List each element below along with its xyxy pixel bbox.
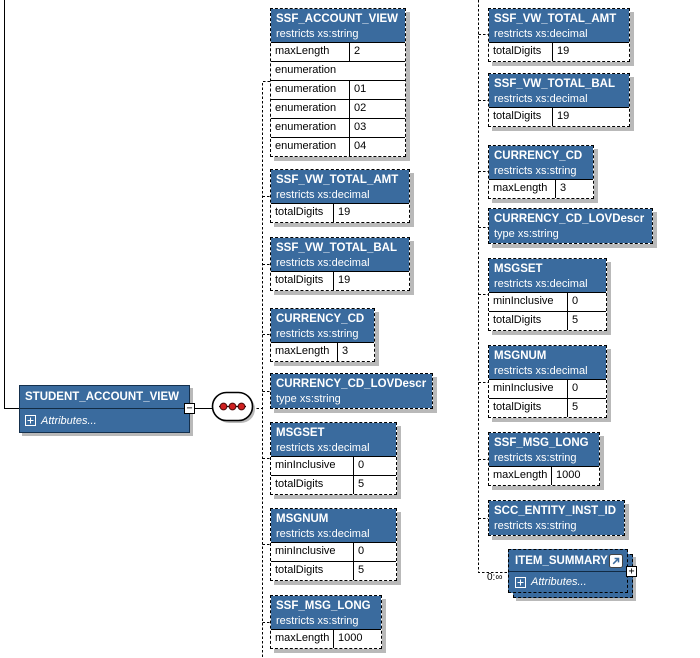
facet-row: totalDigits 5 (489, 312, 606, 330)
element-title: MSGNUM (276, 513, 329, 525)
facet-row: totalDigits 5 (271, 562, 396, 580)
element-title: STUDENT_ACCOUNT_VIEW (20, 386, 189, 409)
facet-row: totalDigits 19 (271, 272, 409, 290)
element-box-ssf-vw-total-bal-2[interactable]: SSF_VW_TOTAL_BAL restricts xs:decimal to… (488, 73, 630, 127)
element-box-msgset-2[interactable]: MSGSET restricts xs:decimal minInclusive… (488, 258, 607, 331)
attributes-expand-icon (515, 576, 526, 588)
facet-row: enumeration 01 (271, 81, 405, 100)
element-title: CURRENCY_CD (494, 150, 583, 162)
solid-connector-lines (4, 0, 213, 409)
expand-handle[interactable]: + (626, 566, 637, 577)
element-type: restricts xs:decimal (276, 442, 370, 454)
element-box-msgset[interactable]: MSGSET restricts xs:decimal minInclusive… (270, 422, 397, 495)
facet-row: maxLength 1000 (271, 630, 381, 648)
facet-row: totalDigits 19 (271, 204, 409, 222)
facet-row: enumeration 02 (271, 100, 405, 119)
element-type: restricts xs:decimal (276, 528, 370, 540)
element-type: restricts xs:string (494, 165, 577, 177)
element-box-scc-entity-inst-id[interactable]: SCC_ENTITY_INST_ID restricts xs:string (488, 500, 625, 536)
element-title: MSGSET (276, 427, 325, 439)
attributes-label: Attributes... (531, 576, 587, 588)
element-title: SSF_VW_TOTAL_BAL (276, 242, 397, 254)
attributes-expand-icon (25, 415, 36, 426)
element-title: SCC_ENTITY_INST_ID (494, 505, 617, 517)
collapse-handle[interactable]: − (184, 403, 195, 414)
facet-row: maxLength 3 (271, 343, 374, 361)
attributes-row[interactable]: Attributes... (20, 409, 189, 432)
element-type: type xs:string (494, 228, 559, 240)
attributes-row[interactable]: Attributes... (509, 572, 627, 592)
facet-row: minInclusive 0 (489, 293, 606, 312)
element-type: type xs:string (276, 393, 341, 405)
facet-row: maxLength 2 (271, 43, 405, 62)
element-type: restricts xs:string (276, 28, 359, 40)
element-title: SSF_ACCOUNT_VIEW (276, 13, 399, 25)
element-box-student-account-view[interactable]: STUDENT_ACCOUNT_VIEW Attributes... (19, 385, 190, 433)
facet-row: totalDigits 19 (489, 43, 629, 61)
element-type: restricts xs:string (276, 615, 359, 627)
element-title: SSF_VW_TOTAL_AMT (276, 174, 399, 186)
element-box-item-summary[interactable]: ITEM_SUMMARY Attributes... (508, 549, 628, 593)
element-type: restricts xs:decimal (494, 28, 588, 40)
dashed-connector-lines (252, 0, 508, 658)
element-title: MSGSET (494, 263, 543, 275)
element-type: restricts xs:decimal (276, 189, 370, 201)
element-box-msgnum-2[interactable]: MSGNUM restricts xs:decimal minInclusive… (488, 345, 607, 418)
facet-row: enumeration (271, 62, 405, 81)
element-box-currency-cd[interactable]: CURRENCY_CD restricts xs:string maxLengt… (270, 308, 375, 362)
facet-row: totalDigits 5 (489, 399, 606, 417)
facet-row: minInclusive 0 (271, 457, 396, 476)
element-box-msgnum[interactable]: MSGNUM restricts xs:decimal minInclusive… (270, 508, 397, 581)
facet-row: totalDigits 19 (489, 108, 629, 126)
element-title: SSF_VW_TOTAL_AMT (494, 13, 617, 25)
element-title: SSF_MSG_LONG (494, 437, 589, 449)
element-box-ssf-vw-total-bal[interactable]: SSF_VW_TOTAL_BAL restricts xs:decimal to… (270, 237, 410, 291)
element-type: restricts xs:decimal (494, 93, 588, 105)
element-title: CURRENCY_CD_LOVDescr (494, 213, 645, 225)
element-box-ssf-account-view[interactable]: SSF_ACCOUNT_VIEW restricts xs:string max… (270, 8, 406, 157)
facet-row: minInclusive 0 (271, 543, 396, 562)
element-title: SSF_MSG_LONG (276, 600, 371, 612)
element-box-ssf-vw-total-amt-2[interactable]: SSF_VW_TOTAL_AMT restricts xs:decimal to… (488, 8, 630, 62)
facet-row: enumeration 03 (271, 119, 405, 138)
facet-row: minInclusive 0 (489, 380, 606, 399)
facet-row: enumeration 04 (271, 138, 405, 156)
element-box-currency-cd-2[interactable]: CURRENCY_CD restricts xs:string maxLengt… (488, 145, 594, 199)
element-title: ITEM_SUMMARY (515, 554, 608, 567)
element-reference-icon (609, 553, 623, 568)
element-type: restricts xs:string (494, 520, 577, 532)
element-title: CURRENCY_CD_LOVDescr (276, 378, 427, 390)
element-type: restricts xs:decimal (494, 278, 588, 290)
element-type: restricts xs:string (276, 328, 359, 340)
element-type: restricts xs:decimal (276, 257, 370, 269)
element-type: restricts xs:string (494, 452, 577, 464)
element-box-currency-cd-lovdescr-2[interactable]: CURRENCY_CD_LOVDescr type xs:string (488, 208, 653, 244)
facet-row: maxLength 1000 (489, 467, 599, 485)
sequence-compositor-icon[interactable] (211, 390, 259, 428)
occurrence-label: 0:∞ (486, 572, 504, 583)
attributes-label: Attributes... (41, 414, 97, 427)
element-title: SSF_VW_TOTAL_BAL (494, 78, 615, 90)
element-box-ssf-msg-long-2[interactable]: SSF_MSG_LONG restricts xs:string maxLeng… (488, 432, 600, 486)
element-title: MSGNUM (494, 350, 547, 362)
facet-row: totalDigits 5 (271, 476, 396, 494)
facet-row: maxLength 3 (489, 180, 593, 198)
element-type: restricts xs:decimal (494, 365, 588, 377)
element-box-ssf-vw-total-amt[interactable]: SSF_VW_TOTAL_AMT restricts xs:decimal to… (270, 169, 410, 223)
element-title: CURRENCY_CD (276, 313, 365, 325)
element-box-ssf-msg-long[interactable]: SSF_MSG_LONG restricts xs:string maxLeng… (270, 595, 382, 649)
element-box-currency-cd-lovdescr[interactable]: CURRENCY_CD_LOVDescr type xs:string (270, 373, 433, 409)
